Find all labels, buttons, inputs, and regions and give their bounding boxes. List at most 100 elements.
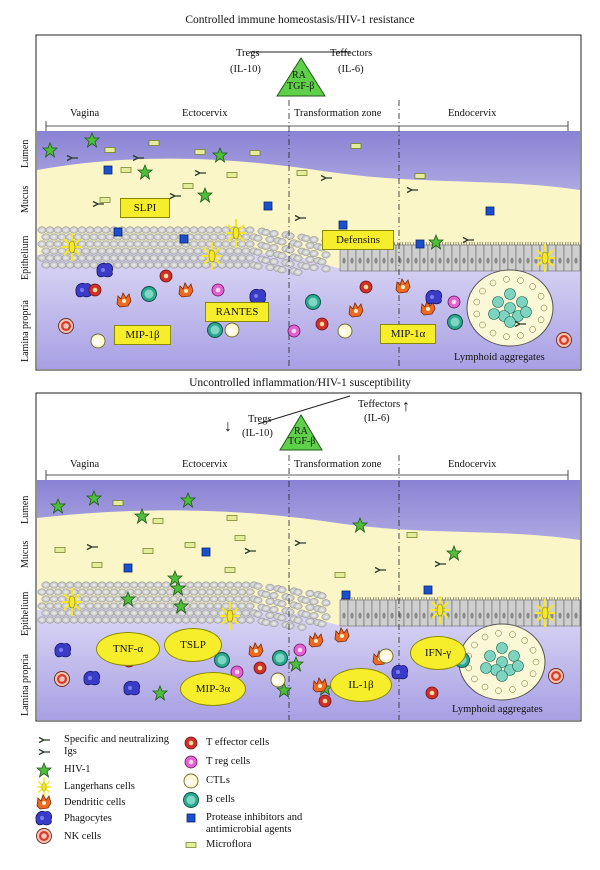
ctl-cell (337, 323, 353, 339)
panel1-title: Controlled immune homeostasis/HIV-1 resi… (185, 14, 415, 26)
protease-mark (338, 220, 348, 230)
b-cell (447, 314, 463, 330)
label-defensins: Defensins (322, 230, 394, 250)
microflora-mark (120, 167, 132, 173)
t-effector (159, 269, 173, 283)
panel2-title: Uncontrolled inflammation/HIV-1 suscepti… (189, 377, 411, 389)
protease-mark (263, 201, 273, 211)
panel1-region-vagina: Vagina (70, 108, 100, 119)
label-mip1b: MIP-1β (114, 325, 171, 345)
label-rantes: RANTES (205, 302, 269, 322)
protease-mark (179, 234, 189, 244)
label-tnfa: TNF-α (96, 632, 160, 666)
t-effector (359, 280, 373, 294)
legend-langerhans: Langerhans cells (64, 781, 135, 792)
legend-bcells: B cells (206, 794, 235, 805)
panel1-tregs-il: (IL-10) (230, 64, 261, 75)
microflora-mark (414, 173, 426, 179)
panel1-teffectors-il: (IL-6) (338, 64, 364, 75)
legend-dendritic: Dendritic cells (64, 797, 126, 808)
ctl-cell (90, 333, 106, 349)
panel2-triangle-tgfb: TGF-β (288, 436, 316, 447)
t-reg (293, 643, 307, 657)
panel1-region-ectocervix: Ectocervix (182, 108, 228, 119)
microflora-mark (104, 147, 116, 153)
t-reg (447, 295, 461, 309)
t-effector (315, 317, 329, 331)
phagocyte (425, 289, 443, 305)
panel1-triangle-ra: RA (292, 70, 306, 81)
label-il1b: IL-1β (330, 668, 392, 702)
panel2-layer-epithelium: Epithelium (20, 591, 31, 636)
legend-ctls: CTLs (206, 775, 230, 786)
legend-nk: NK cells (64, 831, 102, 842)
label-ifng: IFN-γ (410, 636, 466, 670)
phagocyte (123, 680, 141, 696)
panel2-triangle-ra: RA (294, 426, 308, 437)
phagocyte (391, 664, 409, 680)
microflora-mark (234, 535, 246, 541)
t-effector (253, 661, 267, 675)
columnar-epithelium-2 (339, 596, 581, 627)
microflora-mark (226, 172, 238, 178)
panel2-teffectors-il: (IL-6) (364, 413, 390, 424)
panel1-layer-epithelium: Epithelium (20, 235, 31, 280)
panel2-region-endocervix: Endocervix (448, 459, 497, 470)
ctl-cell (378, 648, 394, 664)
microflora-mark (224, 567, 236, 573)
panel2-arrow-up: ↑ (402, 398, 410, 415)
phagocyte (249, 288, 267, 304)
label-slpi: SLPI (120, 198, 170, 218)
legend-protease: Protease inhibitors and antimicrobial ag… (206, 812, 303, 835)
label-mip3a: MIP-3α (180, 672, 246, 706)
t-reg (211, 283, 225, 297)
legend-hiv1: HIV-1 (64, 764, 91, 775)
panel2-tregs: Tregs (248, 414, 272, 425)
microflora-mark (334, 572, 346, 578)
b-cell (305, 294, 321, 310)
microflora-mark (184, 542, 196, 548)
protease-mark (341, 590, 351, 600)
panel1-region-transformation: Transformation zone (294, 108, 382, 119)
microflora-mark (152, 518, 164, 524)
microflora-mark (296, 170, 308, 176)
legend-teffector: T effector cells (206, 737, 270, 748)
lymphoid-aggregate-1 (473, 276, 548, 340)
protease-mark (113, 227, 123, 237)
t-effector (88, 283, 102, 297)
panel1-region-endocervix: Endocervix (448, 108, 497, 119)
microflora-mark (54, 547, 66, 553)
panel2-layer-mucus: Mucus (20, 540, 31, 568)
panel1-layer-lumen: Lumen (20, 139, 31, 168)
label-mip1a: MIP-1α (380, 324, 436, 344)
panel2-teffectors: Teffectors (358, 399, 401, 410)
legend-treg: T reg cells (206, 756, 251, 767)
panel1-teffectors: Teffectors (330, 48, 373, 59)
panel1-layer-mucus: Mucus (20, 185, 31, 213)
label-tslp: TSLP (164, 628, 222, 662)
panel1-tregs: Tregs (236, 48, 260, 59)
microflora-mark (142, 548, 154, 554)
phagocyte (54, 642, 72, 658)
legend-microflora: Microflora (206, 839, 252, 850)
microflora-mark (406, 532, 418, 538)
microflora-mark (226, 515, 238, 521)
microflora-mark (350, 143, 362, 149)
microflora-mark (91, 562, 103, 568)
microflora-mark (249, 150, 261, 156)
microflora-mark (112, 500, 124, 506)
panel1-lymphoid-label: Lymphoid aggregates (454, 352, 545, 363)
legend-igs: Specific and neutralizing Igs (64, 734, 169, 757)
t-reg (287, 324, 301, 338)
panel2-layer-lamina: Lamina propria (20, 654, 31, 716)
protease-mark (201, 547, 211, 557)
lymphoid-aggregate-2 (465, 630, 540, 694)
phagocyte (96, 262, 114, 278)
microflora-mark (148, 140, 160, 146)
protease-mark (103, 165, 113, 175)
protease-mark (485, 206, 495, 216)
panel2-region-ectocervix: Ectocervix (182, 459, 228, 470)
protease-mark (423, 585, 433, 595)
panel1-triangle-tgfb: TGF-β (287, 81, 315, 92)
